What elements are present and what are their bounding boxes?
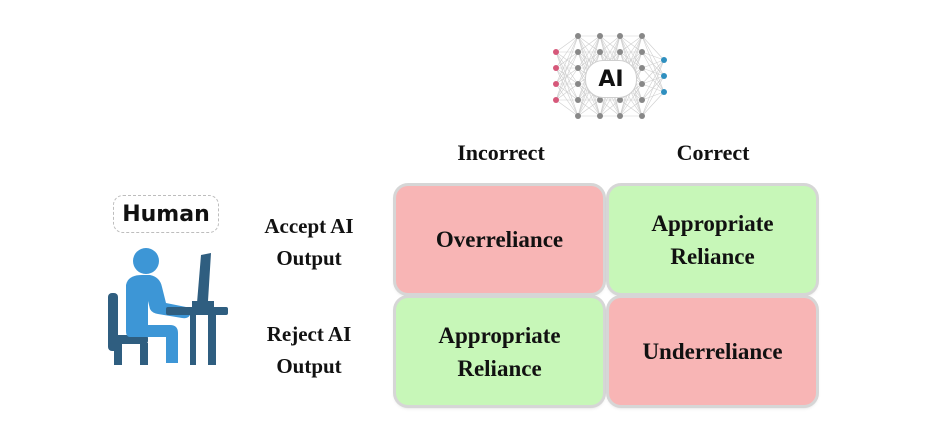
network-edge: [577, 99, 601, 117]
network-node: [575, 49, 581, 55]
network-edge: [555, 35, 579, 53]
network-node: [661, 89, 667, 95]
network-node: [661, 73, 667, 79]
ai-label: AI: [585, 60, 637, 98]
human-label: Human: [113, 195, 219, 233]
network-edge: [641, 75, 665, 117]
row-header-accept-line2: Output: [276, 246, 342, 270]
network-node: [639, 81, 645, 87]
network-edge: [599, 35, 621, 53]
network-node: [617, 113, 623, 119]
row-header-accept-line1: Accept AI: [264, 214, 354, 238]
network-node: [661, 57, 667, 63]
row-header-reject-line2: Output: [276, 354, 342, 378]
network-node: [639, 113, 645, 119]
network-edge: [555, 51, 579, 101]
network-node: [639, 33, 645, 39]
network-node: [597, 113, 603, 119]
network-edge: [619, 35, 643, 53]
network-node: [553, 97, 559, 103]
row-header-reject-line1: Reject AI: [266, 322, 352, 346]
network-node: [597, 97, 603, 103]
row-header-accept: Accept AI Output: [234, 210, 384, 274]
network-edge: [555, 35, 579, 69]
network-edge: [641, 59, 665, 69]
network-node: [617, 33, 623, 39]
network-edge: [641, 59, 665, 101]
column-header-correct: Correct: [676, 140, 750, 165]
network-edge: [599, 99, 621, 117]
network-node: [553, 81, 559, 87]
network-edge: [577, 35, 601, 69]
network-node: [639, 65, 645, 71]
network-node: [639, 49, 645, 55]
network-node: [575, 97, 581, 103]
row-header-reject: Reject AI Output: [234, 318, 384, 382]
cell-underreliance: Underreliance: [609, 298, 816, 405]
network-edge: [555, 35, 579, 85]
network-edge: [641, 35, 665, 61]
cell-overreliance: Overreliance: [396, 186, 603, 293]
network-edge: [641, 51, 665, 61]
network-edge: [641, 59, 665, 117]
network-node: [597, 33, 603, 39]
network-node: [639, 97, 645, 103]
network-edge: [577, 35, 601, 53]
network-edge: [619, 83, 643, 117]
network-edge: [577, 35, 601, 85]
network-edge: [641, 59, 665, 85]
network-node: [575, 113, 581, 119]
network-node: [575, 33, 581, 39]
network-edge: [641, 91, 665, 117]
network-node: [575, 81, 581, 87]
network-edge: [555, 99, 579, 117]
network-edge: [555, 35, 579, 101]
network-edge: [555, 83, 579, 101]
network-node: [553, 65, 559, 71]
network-node: [617, 49, 623, 55]
network-node: [597, 49, 603, 55]
column-header-incorrect: Incorrect: [457, 140, 545, 165]
network-edge: [619, 99, 643, 117]
network-node: [575, 65, 581, 71]
network-node: [617, 97, 623, 103]
network-node: [553, 49, 559, 55]
person-at-computer-icon: [108, 248, 228, 365]
network-edge: [555, 67, 579, 101]
